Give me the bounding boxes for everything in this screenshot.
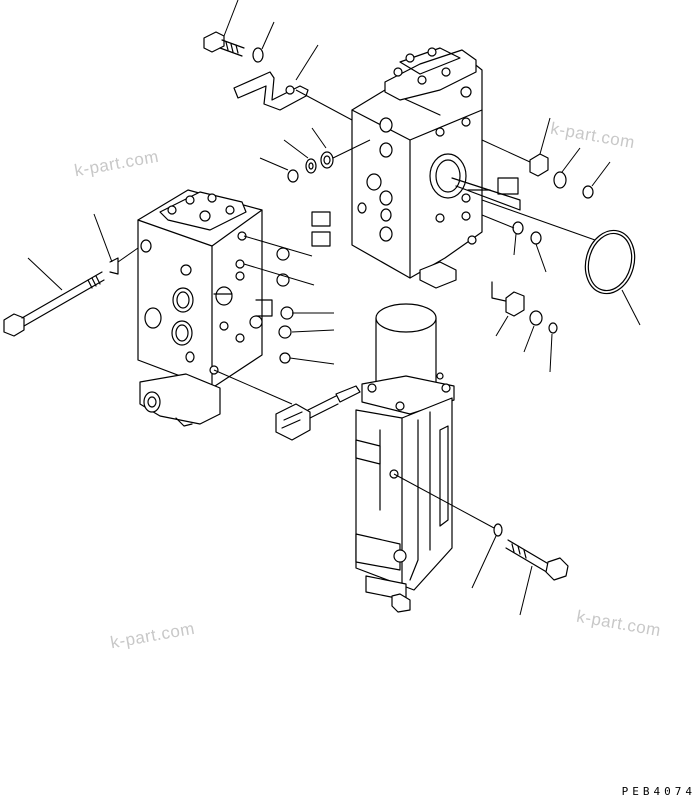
seal-4 xyxy=(512,221,524,235)
washer-bottom xyxy=(493,523,503,537)
seal-5 xyxy=(530,231,542,245)
left-valve-block xyxy=(137,189,263,427)
seal-6 xyxy=(276,247,290,261)
upper-valve-block xyxy=(351,47,483,289)
seal-3 xyxy=(287,169,299,183)
seal-9 xyxy=(278,325,292,339)
washer-top xyxy=(252,47,264,63)
seal-11 xyxy=(249,315,263,329)
connector xyxy=(213,369,361,441)
bracket xyxy=(233,44,353,121)
drawing-code: PEB4074 xyxy=(621,785,696,798)
large-o-ring xyxy=(584,229,636,295)
seal-8 xyxy=(280,306,294,320)
snap-ring-left xyxy=(109,257,119,275)
ring-2 xyxy=(582,185,594,199)
long-bolt-left xyxy=(3,257,105,337)
seal-10 xyxy=(279,352,291,364)
ring-1 xyxy=(553,171,567,189)
plug-2 xyxy=(505,291,525,317)
bolt-bottom xyxy=(505,539,569,616)
ring-4 xyxy=(548,322,558,334)
bolt-top xyxy=(203,0,245,57)
solenoid-valve xyxy=(355,303,455,613)
ring-3 xyxy=(529,310,543,326)
plug-1 xyxy=(529,153,549,177)
